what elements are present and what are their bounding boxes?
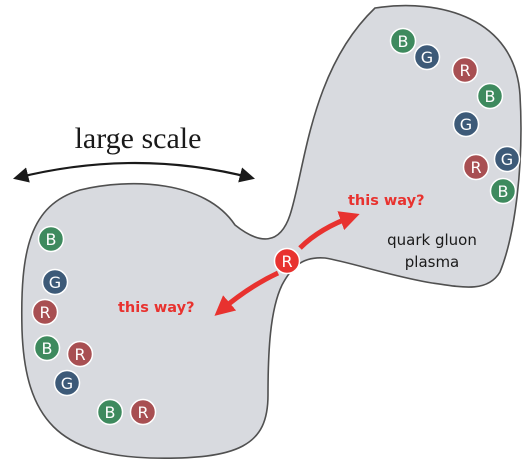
top-right-ball-letter: G	[460, 115, 472, 134]
title: large scale	[75, 122, 202, 155]
top-right-ball-letter: B	[398, 32, 409, 51]
bottom-left-ball-letter: B	[46, 230, 57, 249]
blob-label-line1: quark gluon	[387, 231, 477, 249]
top-right-ball-g: G	[452, 110, 480, 138]
top-right-ball-letter: G	[501, 150, 513, 169]
arrow-down-left	[214, 270, 280, 316]
bottom-left-ball-r: R	[129, 398, 157, 426]
top-right-ball-g: G	[413, 43, 441, 71]
bottom-left-ball-letter: B	[42, 339, 53, 358]
top-right-ball-letter: B	[485, 87, 496, 106]
plasma-blob	[20, 4, 522, 459]
top-right-ball-b: B	[389, 27, 417, 55]
center-ball: R	[273, 247, 301, 275]
bottom-left-ball-letter: R	[39, 303, 50, 322]
large-scale-arrow	[13, 161, 255, 183]
top-right-ball-g: G	[493, 145, 521, 173]
top-right-ball-letter: R	[459, 61, 470, 80]
blob-label-line2: plasma	[405, 253, 460, 271]
bottom-left-ball-letter: R	[74, 345, 85, 364]
arrow-up-right	[298, 211, 360, 250]
bottom-left-ball-letter: B	[105, 403, 116, 422]
bottom-left-ball-r: R	[31, 298, 59, 326]
arrow-up-label: this way?	[348, 193, 425, 209]
top-right-ball-b: B	[489, 177, 517, 205]
bottom-left-ball-g: G	[41, 268, 69, 296]
top-right-ball-r: R	[451, 56, 479, 84]
bottom-left-ball-b: B	[37, 225, 65, 253]
bottom-left-ball-b: B	[33, 334, 61, 362]
bottom-left-ball-letter: G	[49, 273, 61, 292]
bottom-left-ball-g: G	[53, 369, 81, 397]
bottom-left-ball-letter: R	[137, 403, 148, 422]
top-right-ball-b: B	[476, 82, 504, 110]
svg-text:R: R	[281, 252, 292, 271]
top-right-ball-letter: B	[498, 182, 509, 201]
bottom-left-ball-letter: G	[61, 374, 73, 393]
bottom-left-ball-b: B	[96, 398, 124, 426]
top-right-ball-letter: R	[470, 158, 481, 177]
bottom-left-ball-r: R	[66, 340, 94, 368]
arrow-down-label: this way?	[118, 300, 195, 316]
top-right-ball-letter: G	[421, 48, 433, 67]
top-right-ball-r: R	[462, 153, 490, 181]
